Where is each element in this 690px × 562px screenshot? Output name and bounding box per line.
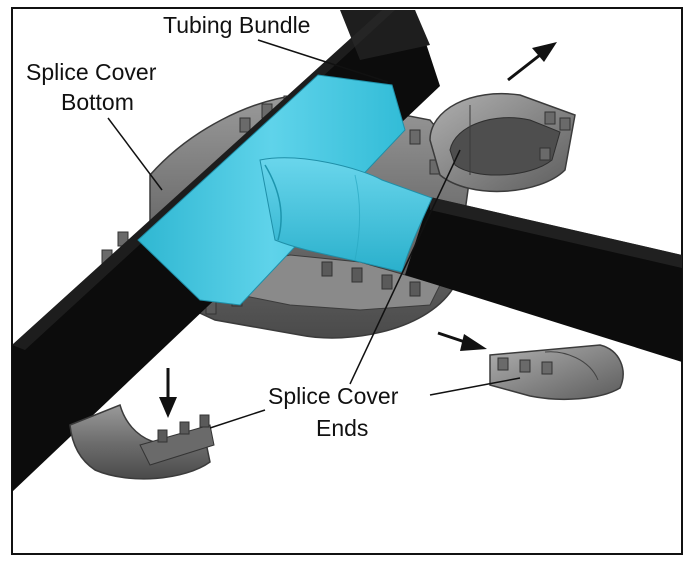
label-splice-cover-bottom-line2: Bottom	[61, 89, 134, 115]
splice-cover-end-top-right	[429, 93, 576, 193]
leader-tubing-bundle	[257, 39, 389, 83]
splice-tee	[137, 74, 433, 306]
label-splice-cover-ends-line1: Splice Cover	[268, 383, 399, 409]
arrow-down-icon	[159, 368, 177, 418]
leader-lines	[107, 39, 521, 429]
splice-cover-end-lower-left	[69, 403, 215, 480]
tubing-bundle-branch	[405, 197, 682, 362]
label-splice-cover-bottom-line1: Splice Cover	[26, 59, 157, 85]
leader-splice-cover-ends-left	[209, 409, 266, 429]
splice-cover-end-lower-right	[489, 344, 624, 400]
label-splice-cover-ends-line2: Ends	[316, 415, 368, 441]
label-tubing-bundle: Tubing Bundle	[163, 12, 310, 38]
arrow-up-right-icon	[507, 42, 557, 82]
leader-splice-cover-bottom	[107, 117, 163, 191]
leader-splice-cover-ends-top	[349, 149, 461, 385]
arrow-right-icon	[437, 331, 487, 351]
leader-splice-cover-ends-right	[429, 377, 521, 396]
